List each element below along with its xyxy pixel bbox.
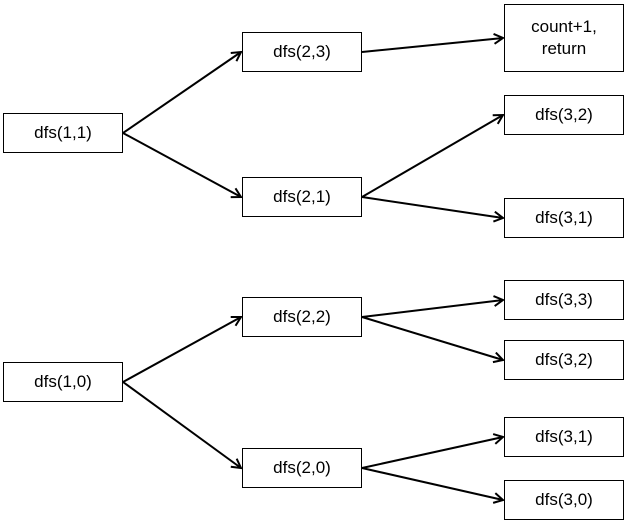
node-dfs-3-1-lower: dfs(3,1) xyxy=(504,417,624,457)
edge-root_11-to-n21 xyxy=(122,132,241,197)
node-dfs-3-0: dfs(3,0) xyxy=(504,480,624,520)
node-count-return: count+1, return xyxy=(504,4,624,72)
edge-root_11-to-n23 xyxy=(122,52,241,134)
edge-root_10-to-n22 xyxy=(122,317,241,383)
edge-root_10-to-n20 xyxy=(122,381,241,468)
edge-n22-to-n32b xyxy=(361,316,503,360)
node-label: dfs(3,2) xyxy=(535,105,593,124)
node-dfs-2-3: dfs(2,3) xyxy=(242,32,362,72)
node-dfs-3-1-upper: dfs(3,1) xyxy=(504,198,624,238)
edge-n21-to-n31a xyxy=(361,196,503,218)
node-label: dfs(1,1) xyxy=(34,123,92,142)
node-label: dfs(3,0) xyxy=(535,490,593,509)
edge-n23-to-count xyxy=(361,38,503,53)
node-dfs-2-0: dfs(2,0) xyxy=(242,448,362,488)
node-dfs-2-1: dfs(2,1) xyxy=(242,177,362,217)
node-label: dfs(1,0) xyxy=(34,372,92,391)
node-label: dfs(3,2) xyxy=(535,350,593,369)
edge-n21-to-n32a xyxy=(361,115,503,198)
node-label: dfs(3,3) xyxy=(535,290,593,309)
node-dfs-1-0: dfs(1,0) xyxy=(3,362,123,402)
node-label: count+1, return xyxy=(531,17,597,58)
node-dfs-2-2: dfs(2,2) xyxy=(242,297,362,337)
node-dfs-1-1: dfs(1,1) xyxy=(3,113,123,153)
edge-n22-to-n33 xyxy=(361,300,503,318)
node-label: dfs(2,1) xyxy=(273,187,331,206)
edge-n20-to-n30 xyxy=(361,467,503,500)
node-label: dfs(2,2) xyxy=(273,307,331,326)
node-label: dfs(3,1) xyxy=(535,427,593,446)
node-dfs-3-2-lower: dfs(3,2) xyxy=(504,340,624,380)
node-label: dfs(3,1) xyxy=(535,208,593,227)
edge-n20-to-n31b xyxy=(361,437,503,469)
node-label: dfs(2,0) xyxy=(273,458,331,477)
node-dfs-3-2-upper: dfs(3,2) xyxy=(504,95,624,135)
node-label: dfs(2,3) xyxy=(273,42,331,61)
node-dfs-3-3: dfs(3,3) xyxy=(504,280,624,320)
